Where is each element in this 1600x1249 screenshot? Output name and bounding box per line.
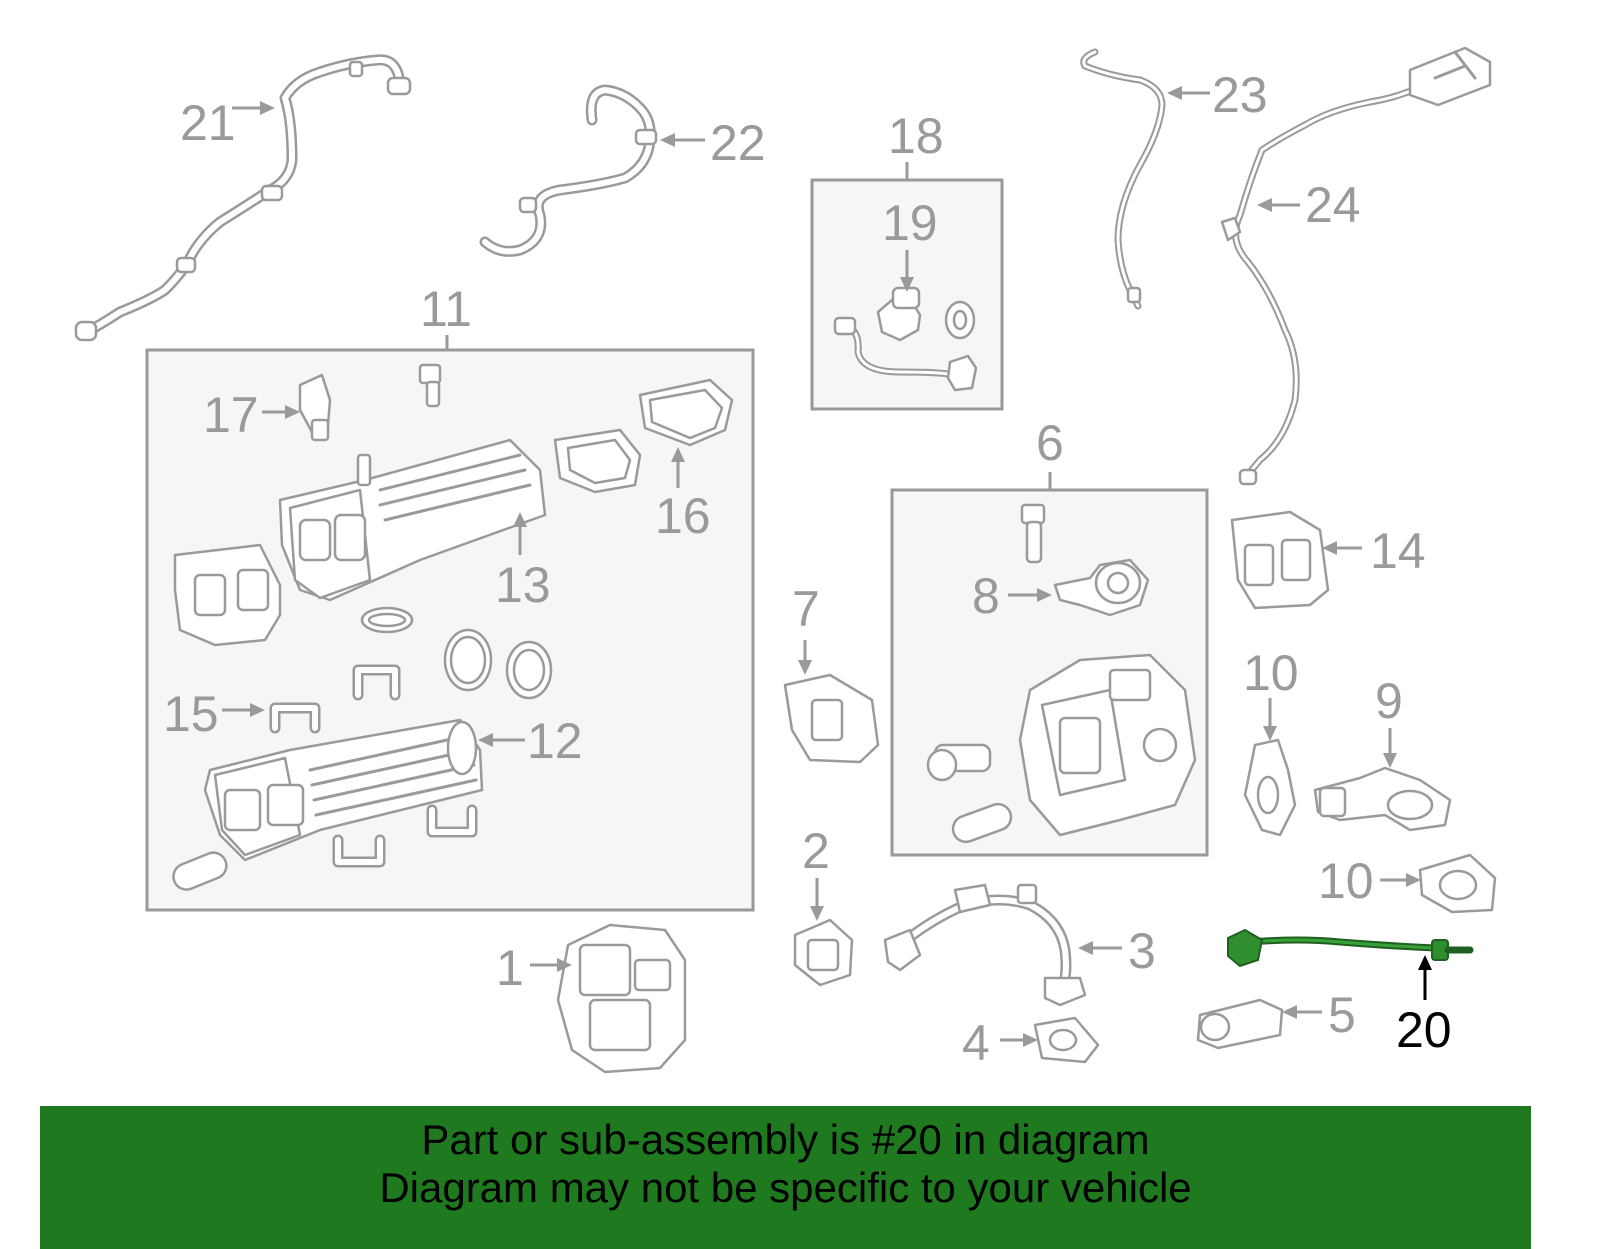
label-part-1: 1 <box>496 940 524 996</box>
label-part-10-lower: 10 <box>1318 853 1374 909</box>
part-23-sensor-wire <box>1080 48 1166 310</box>
part-15-clips <box>269 664 478 868</box>
label-part-19: 19 <box>882 195 938 251</box>
banner-line-part: Part or sub-assembly is #20 in diagram <box>421 1116 1150 1163</box>
part-12-egr-cooler <box>203 718 484 862</box>
label-part-11: 11 <box>420 281 472 337</box>
part-21-hose <box>74 54 412 342</box>
label-part-21: 21 <box>180 95 236 151</box>
label-part-14: 14 <box>1370 523 1426 579</box>
info-banner: Part or sub-assembly is #20 in diagram D… <box>40 1106 1531 1249</box>
part-13-egr-cooler <box>278 438 547 602</box>
banner-line-disclaimer: Diagram may not be specific to your vehi… <box>379 1164 1192 1211</box>
part-9-housing <box>1313 766 1452 832</box>
gasket-left <box>173 543 282 647</box>
label-part-3: 3 <box>1128 923 1156 979</box>
part-7-gasket <box>783 673 880 764</box>
bolt <box>418 363 442 408</box>
part-19-sensor <box>833 286 978 392</box>
label-part-9: 9 <box>1375 673 1403 729</box>
part-6-egr-valve <box>926 653 1197 844</box>
label-part-17: 17 <box>203 387 259 443</box>
part-2-gasket <box>793 918 854 987</box>
label-part-20: 20 <box>1396 1002 1452 1058</box>
part-1-egr-valve <box>556 923 687 1074</box>
label-part-18: 18 <box>888 108 944 164</box>
part-3-pipe <box>883 883 1087 1007</box>
part-4-gasket <box>1033 1016 1100 1064</box>
label-part-16: 16 <box>655 488 711 544</box>
part-24-sensor-harness <box>1220 46 1492 486</box>
part-17-sensor <box>298 373 332 442</box>
label-part-13: 13 <box>495 557 551 613</box>
leader-arrows <box>222 86 1432 1047</box>
label-part-6: 6 <box>1036 415 1064 471</box>
o-rings <box>360 606 553 700</box>
pin <box>172 851 228 891</box>
label-part-7: 7 <box>792 581 820 637</box>
part-16-gasket <box>553 378 734 494</box>
label-part-22: 22 <box>710 115 766 171</box>
label-part-23: 23 <box>1212 67 1268 123</box>
label-part-8: 8 <box>972 568 1000 624</box>
part-10-gasket-upper <box>1243 738 1297 837</box>
label-part-15: 15 <box>163 686 219 742</box>
part-5-block <box>1196 998 1284 1050</box>
label-part-5: 5 <box>1328 987 1356 1043</box>
label-part-2: 2 <box>802 823 830 879</box>
part-20-highlighted-sensor <box>1227 928 1474 968</box>
label-part-10-upper: 10 <box>1243 645 1299 701</box>
part-10-gasket-lower <box>1418 853 1497 914</box>
part-14-gasket <box>1230 510 1330 610</box>
label-part-12: 12 <box>527 713 583 769</box>
part-22-hose <box>479 84 658 257</box>
label-part-4: 4 <box>962 1015 990 1071</box>
part-8-actuator <box>1020 503 1150 617</box>
label-part-24: 24 <box>1305 177 1361 233</box>
